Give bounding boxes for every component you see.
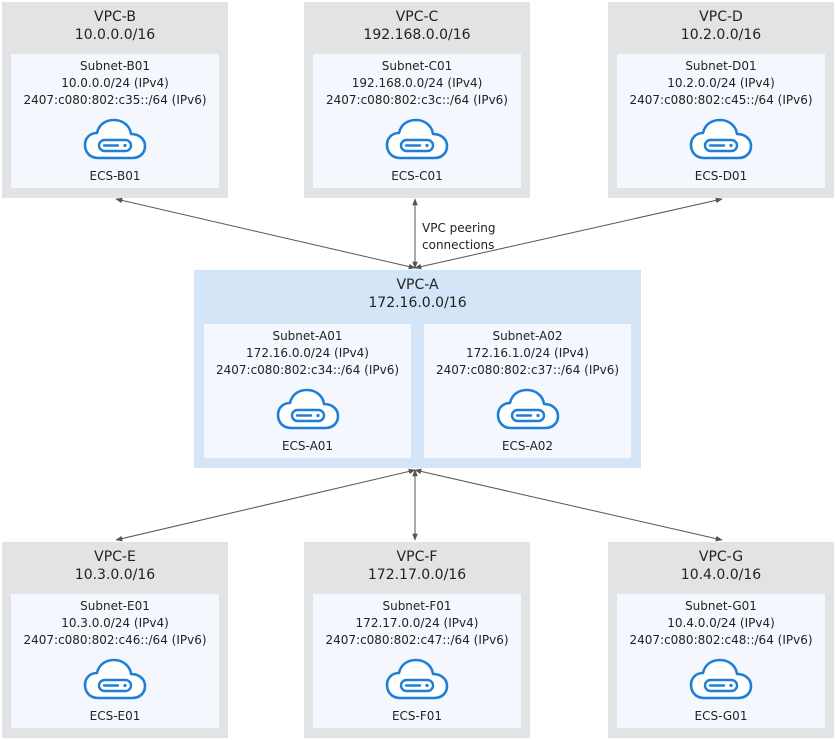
subnet-ipv6: 2407:c080:802:c35::/64 (IPv6) [23, 93, 207, 107]
subnet-f01[interactable]: Subnet-F01 172.17.0.0/24 (IPv4) 2407:c08… [313, 594, 521, 728]
cloud-server-icon[interactable] [688, 116, 754, 164]
subnet-d01[interactable]: Subnet-D01 10.2.0.0/24 (IPv4) 2407:c080:… [617, 54, 825, 188]
vpc-cidr: 10.0.0.0/16 [74, 27, 156, 43]
subnet-name: Subnet-F01 [382, 599, 452, 613]
subnet-a01[interactable]: Subnet-A01 172.16.0.0/24 (IPv4) 2407:c08… [204, 324, 411, 458]
subnet-g01[interactable]: Subnet-G01 10.4.0.0/24 (IPv4) 2407:c080:… [617, 594, 825, 728]
connector-a-g [414, 468, 723, 542]
vpc-cidr: 10.3.0.0/16 [74, 567, 156, 583]
vpc-name: VPC-C [395, 9, 439, 25]
subnet-ipv6: 2407:c080:802:c46::/64 (IPv6) [23, 633, 207, 647]
subnet-c01[interactable]: Subnet-C01 192.168.0.0/24 (IPv4) 2407:c0… [313, 54, 521, 188]
vpc-b[interactable]: VPC-B 10.0.0.0/16 Subnet-B01 10.0.0.0/24… [2, 2, 228, 198]
vpc-name: VPC-B [94, 9, 136, 25]
connector-a-b [115, 197, 416, 270]
subnet-ipv6: 2407:c080:802:c37::/64 (IPv6) [435, 363, 620, 377]
subnet-ipv4: 192.168.0.0/24 (IPv4) [351, 76, 483, 90]
vpc-name: VPC-A [396, 277, 439, 293]
vpc-d[interactable]: VPC-D 10.2.0.0/16 Subnet-D01 10.2.0.0/24… [608, 2, 834, 198]
ecs-label: ECS-A02 [501, 439, 554, 453]
cloud-server-icon[interactable] [384, 116, 450, 164]
vpc-c[interactable]: VPC-C 192.168.0.0/16 Subnet-C01 192.168.… [304, 2, 530, 198]
cloud-server-icon[interactable] [82, 656, 148, 704]
subnet-ipv6: 2407:c080:802:c45::/64 (IPv6) [629, 93, 813, 107]
connection-label: VPC peering connections [422, 220, 496, 254]
subnet-ipv4: 10.3.0.0/24 (IPv4) [61, 616, 169, 630]
subnet-ipv4: 172.17.0.0/24 (IPv4) [355, 616, 479, 630]
cloud-server-icon[interactable] [688, 656, 754, 704]
connection-label-line-1: VPC peering [422, 221, 496, 235]
subnet-ipv6: 2407:c080:802:c3c::/64 (IPv6) [326, 93, 508, 107]
ecs-label: ECS-G01 [694, 709, 748, 723]
subnet-name: Subnet-B01 [80, 59, 150, 73]
subnet-name: Subnet-D01 [685, 59, 757, 73]
subnet-a02[interactable]: Subnet-A02 172.16.1.0/24 (IPv4) 2407:c08… [424, 324, 631, 458]
subnet-name: Subnet-A02 [492, 329, 563, 343]
vpc-name: VPC-F [396, 549, 438, 565]
subnet-name: Subnet-E01 [80, 599, 150, 613]
subnet-ipv6: 2407:c080:802:c48::/64 (IPv6) [629, 633, 813, 647]
vpc-e[interactable]: VPC-E 10.3.0.0/16 Subnet-E01 10.3.0.0/24… [2, 542, 228, 738]
cloud-server-icon[interactable] [275, 386, 341, 434]
ecs-label: ECS-A01 [281, 439, 334, 453]
vpc-f[interactable]: VPC-F 172.17.0.0/16 Subnet-F01 172.17.0.… [304, 542, 530, 738]
subnet-ipv6: 2407:c080:802:c47::/64 (IPv6) [325, 633, 509, 647]
subnet-e01[interactable]: Subnet-E01 10.3.0.0/24 (IPv4) 2407:c080:… [11, 594, 219, 728]
vpc-g[interactable]: VPC-G 10.4.0.0/16 Subnet-G01 10.4.0.0/24… [608, 542, 834, 738]
vpc-cidr: 172.16.0.0/16 [368, 295, 467, 311]
vpc-a[interactable]: VPC-A 172.16.0.0/16 Subnet-A01 172.16.0.… [194, 270, 641, 468]
connector-a-e [115, 468, 416, 542]
vpc-name: VPC-D [699, 9, 743, 25]
ecs-label: ECS-E01 [89, 709, 141, 723]
cloud-server-icon[interactable] [82, 116, 148, 164]
subnet-name: Subnet-C01 [381, 59, 453, 73]
ecs-label: ECS-B01 [89, 169, 141, 183]
connection-label-line-2: connections [422, 238, 495, 252]
vpc-cidr: 192.168.0.0/16 [363, 27, 471, 43]
subnet-ipv6: 2407:c080:802:c34::/64 (IPv6) [215, 363, 400, 377]
vpc-cidr: 10.4.0.0/16 [680, 567, 762, 583]
ecs-label: ECS-D01 [694, 169, 748, 183]
cloud-server-icon[interactable] [495, 386, 561, 434]
subnet-name: Subnet-G01 [685, 599, 757, 613]
subnet-name: Subnet-A01 [272, 329, 343, 343]
subnet-ipv4: 10.0.0.0/24 (IPv4) [61, 76, 169, 90]
subnet-ipv4: 172.16.0.0/24 (IPv4) [246, 346, 369, 360]
vpc-cidr: 172.17.0.0/16 [367, 567, 467, 583]
vpc-name: VPC-G [698, 549, 744, 565]
subnet-b01[interactable]: Subnet-B01 10.0.0.0/24 (IPv4) 2407:c080:… [11, 54, 219, 188]
subnet-ipv4: 10.2.0.0/24 (IPv4) [667, 76, 775, 90]
cloud-server-icon[interactable] [384, 656, 450, 704]
vpc-cidr: 10.2.0.0/16 [680, 27, 762, 43]
subnet-ipv4: 10.4.0.0/24 (IPv4) [667, 616, 775, 630]
vpc-name: VPC-E [94, 549, 136, 565]
ecs-label: ECS-C01 [391, 169, 443, 183]
ecs-label: ECS-F01 [391, 709, 443, 723]
subnet-ipv4: 172.16.1.0/24 (IPv4) [466, 346, 589, 360]
